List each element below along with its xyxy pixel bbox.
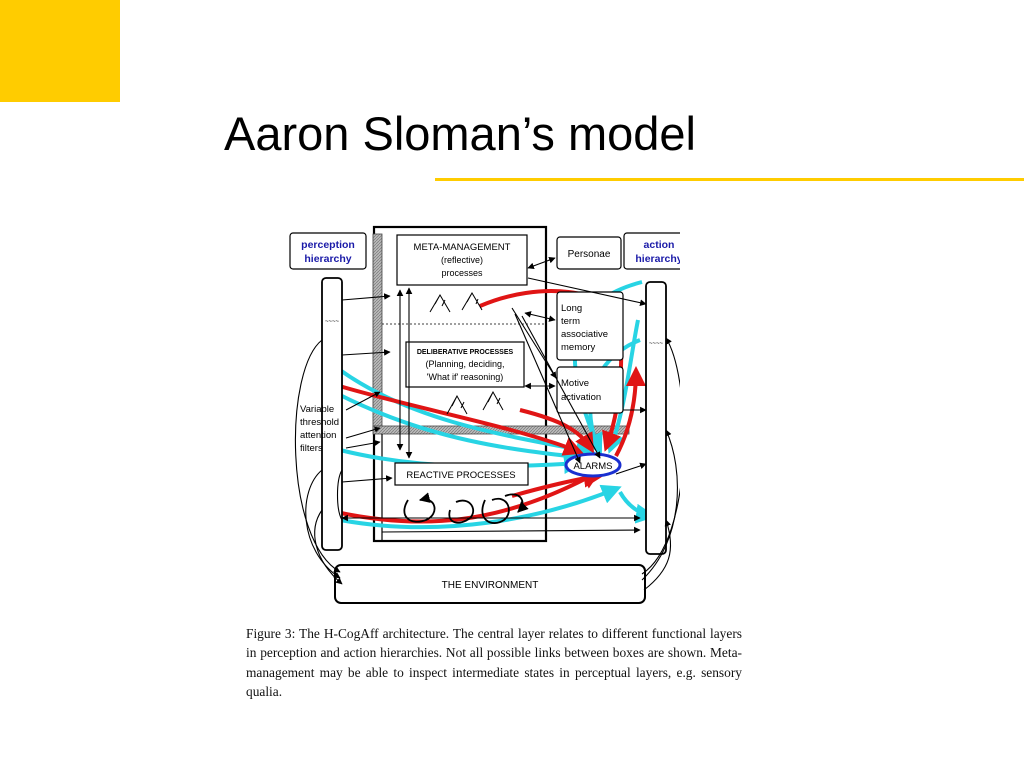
filters-label-4: filters	[300, 443, 323, 454]
perception-hierarchy-label-2: hierarchy	[304, 253, 351, 265]
action-hierarchy-box	[623, 232, 680, 270]
filters-label-2: threshold	[300, 417, 339, 428]
deliberative-tree-glyphs	[446, 390, 504, 415]
accent-square	[0, 0, 120, 102]
title-underline	[435, 178, 1024, 181]
ltm-label-1: Long	[561, 303, 582, 314]
reactive-label: REACTIVE PROCESSES	[406, 470, 515, 481]
svg-text:~~~~: ~~~~	[649, 341, 664, 347]
motive-label-1: Motive	[561, 378, 589, 389]
motive-activation-box	[556, 366, 624, 414]
perception-column	[321, 277, 343, 551]
ltm-label-2: term	[561, 316, 580, 327]
vertical-divider	[372, 233, 383, 431]
reactive-box	[394, 462, 529, 486]
environment-label: THE ENVIRONMENT	[442, 580, 539, 591]
environment-box	[334, 564, 646, 604]
action-hierarchy-label-2: hierarchy	[635, 253, 680, 265]
personae-label: Personae	[568, 249, 611, 260]
action-column	[645, 281, 667, 555]
meta-management-label-1: META-MANAGEMENT	[414, 242, 511, 253]
figure-caption: Figure 3: The H-CogAff architecture. The…	[246, 626, 742, 700]
meta-management-box	[396, 234, 528, 286]
perception-hierarchy-box	[289, 232, 367, 270]
meta-management-label-3: processes	[441, 268, 483, 278]
h-cogaff-diagram: ~~~~ ~~~~ perception hierarchy action hi…	[289, 225, 680, 604]
ltm-label-3: associative	[561, 329, 608, 340]
alarms-label: ALARMS	[573, 461, 612, 472]
meta-tree-glyphs	[429, 292, 483, 313]
ltm-label-4: memory	[561, 342, 596, 353]
filters-label-1: Variable	[300, 404, 334, 415]
environment-loop-arrows	[294, 337, 680, 591]
black-link-arrows	[336, 256, 647, 534]
motive-label-2: activation	[561, 392, 601, 403]
filter-pointer-lines	[345, 391, 381, 449]
deliberative-label-3: 'What if' reasoning)	[427, 372, 503, 382]
slide-title: Aaron Sloman’s model	[224, 107, 696, 160]
deliberative-label-2: (Planning, deciding,	[425, 359, 504, 369]
svg-text:~~~~: ~~~~	[325, 319, 340, 325]
perception-hierarchy-label-1: perception	[301, 239, 355, 251]
meta-management-label-2: (reflective)	[441, 255, 483, 265]
personae-box	[556, 236, 622, 270]
action-hierarchy-label-1: action	[644, 239, 675, 251]
filters-label-3: attention	[300, 430, 336, 441]
deliberative-label-1: DELIBERATIVE PROCESSES	[417, 349, 514, 356]
